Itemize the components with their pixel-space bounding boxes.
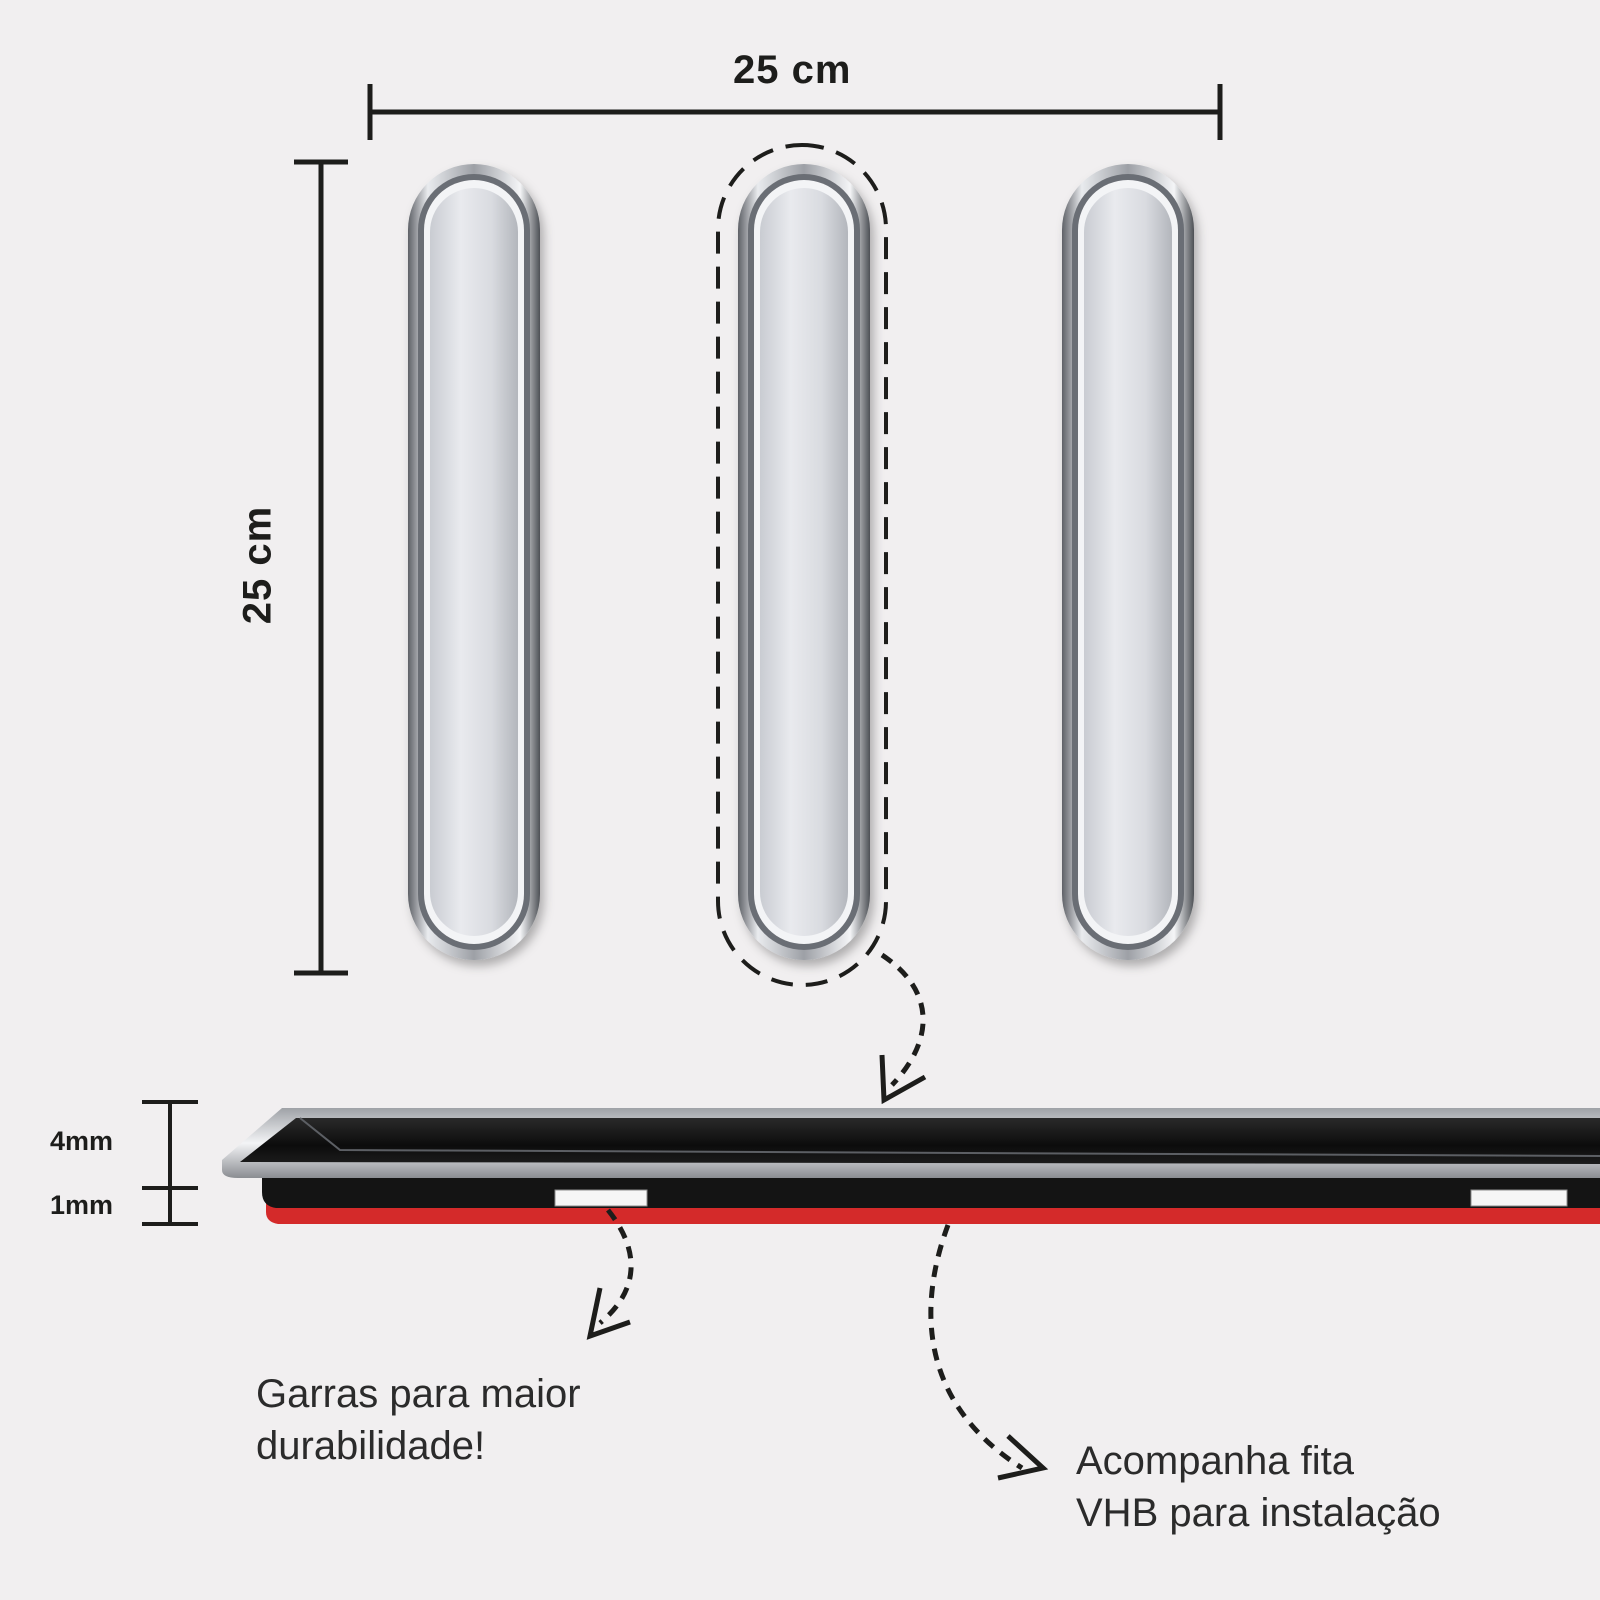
height-label: 25 cm xyxy=(235,505,280,625)
width-label: 25 cm xyxy=(733,48,852,92)
chrome-strip-center xyxy=(738,164,870,960)
claws-arrow-icon xyxy=(586,1208,634,1340)
width-dimension-line xyxy=(367,84,1223,140)
tape-callout-line2: VHB para instalação xyxy=(1076,1491,1441,1535)
claws-callout: Garras para maior durabilidade! xyxy=(256,1368,581,1472)
thickness-bottom-label: 1mm xyxy=(50,1190,114,1220)
height-dimension-line xyxy=(294,159,348,976)
strip-side-profile xyxy=(222,1108,1600,1224)
chrome-strip-left xyxy=(408,164,540,960)
mounting-claw xyxy=(1470,1189,1568,1207)
tape-callout-line1: Acompanha fita xyxy=(1076,1439,1354,1483)
chrome-strip-right xyxy=(1062,164,1194,960)
mounting-claw xyxy=(554,1189,648,1207)
selection-dashed-outline xyxy=(716,143,888,987)
tape-arrow-icon xyxy=(928,1224,1049,1481)
thickness-dimension-line xyxy=(142,1100,198,1226)
thickness-top-label: 4mm xyxy=(50,1126,114,1156)
zoom-arrow-icon xyxy=(879,952,927,1105)
vhb-tape xyxy=(266,1203,1600,1224)
claws-callout-line2: durabilidade! xyxy=(256,1424,486,1468)
claws-callout-line1: Garras para maior xyxy=(256,1372,581,1416)
tape-callout: Acompanha fita VHB para instalação xyxy=(1076,1435,1441,1539)
